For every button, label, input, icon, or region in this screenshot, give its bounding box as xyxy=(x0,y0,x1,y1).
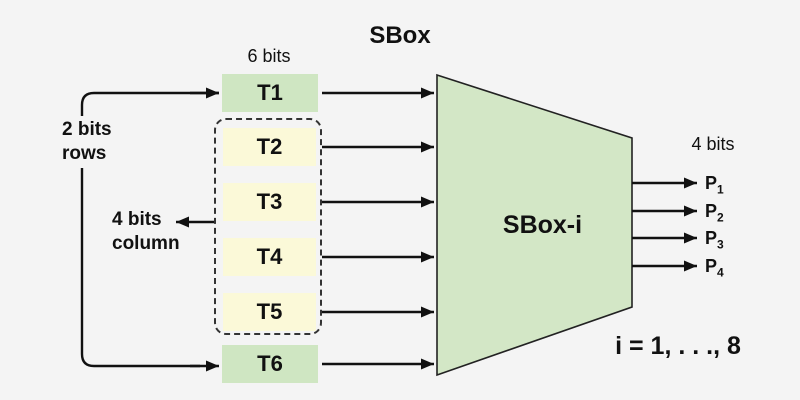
row-bits-label-line1: 2 bits xyxy=(62,119,112,140)
diagram-title: SBox xyxy=(369,22,431,49)
output-p3-label: P3 xyxy=(705,225,765,252)
output-p4-label: P4 xyxy=(705,253,765,280)
row-bits-label-line2: rows xyxy=(62,143,107,164)
column-bits-label-line2: column xyxy=(112,233,180,254)
t3-box: T3 xyxy=(223,183,316,221)
t4-box: T4 xyxy=(223,238,316,276)
p2-base: P xyxy=(705,201,718,221)
column-bits-label-line1: 4 bits xyxy=(112,209,162,230)
output-p2-label: P2 xyxy=(705,198,765,225)
output-p1-label: P1 xyxy=(705,170,765,197)
p2-subscript: 2 xyxy=(717,210,724,225)
p1-base: P xyxy=(705,173,718,193)
row-bits-bracket xyxy=(80,91,219,368)
p1-subscript: 1 xyxy=(717,182,724,197)
sbox-name-label: SBox-i xyxy=(502,211,583,239)
t6-box: T6 xyxy=(222,345,318,383)
input-width-label: 6 bits xyxy=(247,46,291,66)
t1-box: T1 xyxy=(222,74,318,112)
t5-box: T5 xyxy=(223,293,316,331)
sbox-trapezoid xyxy=(436,73,633,377)
output-width-label: 4 bits xyxy=(691,134,735,154)
index-range-note: i = 1, . . ., 8 xyxy=(615,332,741,360)
p4-base: P xyxy=(705,256,718,276)
p4-subscript: 4 xyxy=(717,265,724,280)
column-bits-label: 4 bits column xyxy=(112,208,180,256)
t2-box: T2 xyxy=(223,128,316,166)
p3-base: P xyxy=(705,228,718,248)
p3-subscript: 3 xyxy=(717,237,724,252)
column-bits-group xyxy=(214,118,322,335)
row-bits-label: 2 bits rows xyxy=(56,116,118,168)
